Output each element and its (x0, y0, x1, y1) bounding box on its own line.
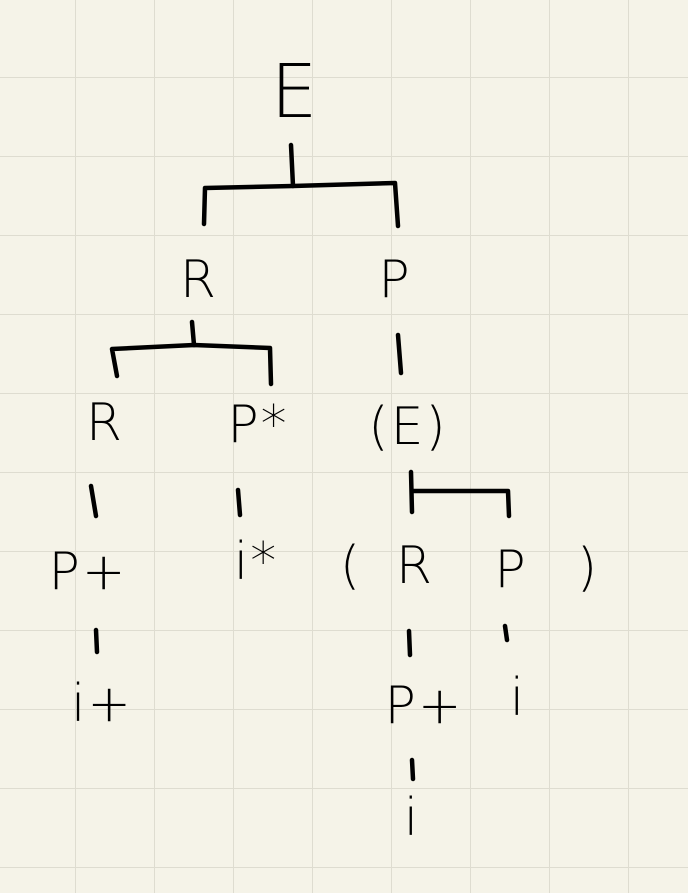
node-p-level1: P (378, 250, 412, 310)
node-r-level1: R (179, 250, 219, 310)
node-inner-r: R (395, 536, 435, 596)
edge-inner-pplus-to-i (409, 757, 416, 782)
node-close-paren: ) (576, 538, 600, 598)
edge-inner-r-to-pplus (406, 628, 413, 658)
node-istar-level3: i* (233, 532, 279, 592)
edge-r-stem (189, 319, 197, 348)
node-open-paren: ( (339, 536, 363, 596)
node-inner-p: P (494, 540, 528, 600)
edge-inner-p-to-i (502, 623, 510, 643)
edge-paren-e-bracket (408, 469, 512, 519)
edge-pstar-to-istar (235, 487, 243, 518)
node-paren-e-level2: (E) (368, 397, 448, 457)
edge-r-to-pplus (88, 483, 99, 519)
edge-pplus-to-iplus (93, 627, 100, 655)
node-inner-i-right: i (509, 668, 527, 728)
node-inner-i-bottom: i (403, 788, 421, 848)
node-pplus-level3: P+ (48, 542, 128, 602)
node-root-e: E (270, 49, 320, 135)
edge-e-bracket (201, 180, 401, 229)
node-iplus-level4: i+ (70, 674, 134, 734)
edge-p-to-paren-e (395, 332, 404, 376)
edge-e-stem (288, 142, 296, 189)
node-pstar-level2: P* (227, 395, 289, 455)
edge-r-bracket (109, 342, 274, 387)
node-inner-pplus: P+ (384, 676, 464, 736)
node-r-level2: R (85, 393, 125, 453)
